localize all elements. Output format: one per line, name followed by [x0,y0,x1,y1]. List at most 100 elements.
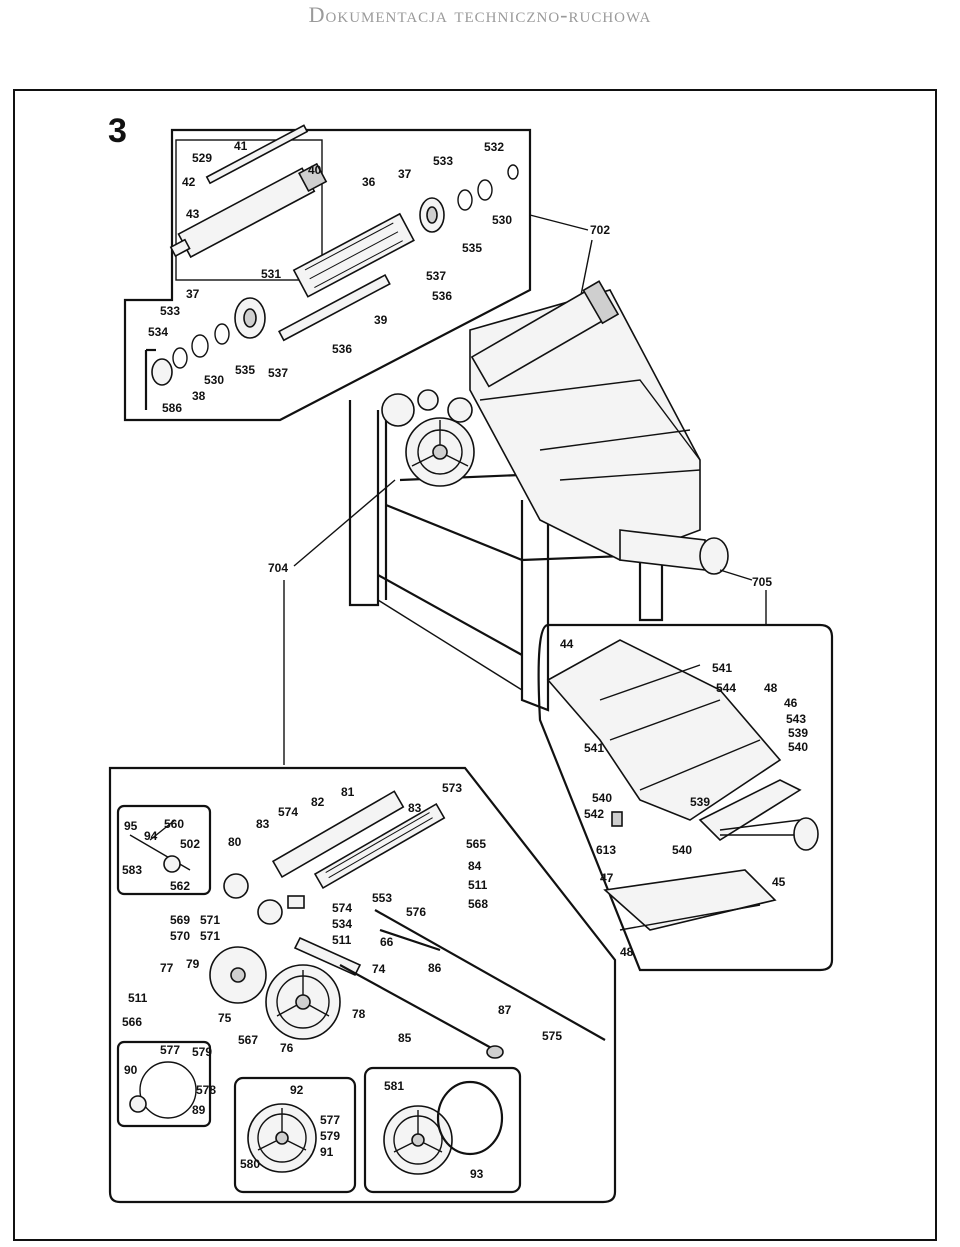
svg-text:579: 579 [320,1129,340,1143]
svg-text:570: 570 [170,929,190,943]
document-header: Dokumentacja techniczno-ruchowa [0,0,960,40]
svg-text:75: 75 [218,1011,232,1025]
svg-text:48: 48 [620,945,634,959]
svg-text:46: 46 [784,696,798,710]
figure-number: 3 [108,112,127,150]
svg-text:77: 77 [160,961,174,975]
drive-detail-labels: 573 82 81 574 83 565 84 511 568 80 83 57… [122,781,562,1181]
svg-text:47: 47 [600,871,614,885]
svg-text:83: 83 [408,801,422,815]
svg-text:578: 578 [196,1083,216,1097]
svg-text:87: 87 [498,1003,512,1017]
svg-text:540: 540 [592,791,612,805]
svg-text:542: 542 [584,807,604,821]
svg-text:82: 82 [311,795,325,809]
svg-text:577: 577 [160,1043,180,1057]
svg-text:544: 544 [716,681,736,695]
svg-text:543: 543 [786,712,806,726]
svg-text:573: 573 [442,781,462,795]
svg-text:583: 583 [122,863,142,877]
svg-text:81: 81 [341,785,355,799]
svg-text:92: 92 [290,1083,304,1097]
svg-text:567: 567 [238,1033,258,1047]
svg-text:37: 37 [186,287,200,301]
hopper-detail-labels: 44 541 544 48 46 543 539 540 541 540 542… [560,637,808,959]
svg-text:511: 511 [468,878,488,892]
svg-text:576: 576 [406,905,426,919]
callout-702: 702 [590,223,610,237]
svg-text:539: 539 [788,726,808,740]
svg-text:586: 586 [162,401,182,415]
svg-text:532: 532 [484,140,504,154]
svg-text:565: 565 [466,837,486,851]
drive-detail [108,766,617,1204]
svg-text:534: 534 [148,325,168,339]
svg-text:574: 574 [332,901,352,915]
svg-text:91: 91 [320,1145,334,1159]
svg-text:575: 575 [542,1029,562,1043]
svg-text:80: 80 [228,835,242,849]
svg-text:535: 535 [235,363,255,377]
svg-text:36: 36 [362,175,376,189]
callout-705: 705 [752,575,772,589]
svg-text:530: 530 [204,373,224,387]
svg-text:39: 39 [374,313,388,327]
svg-text:79: 79 [186,957,200,971]
svg-text:78: 78 [352,1007,366,1021]
svg-text:533: 533 [160,304,180,318]
main-machine-frame [348,280,729,712]
svg-text:541: 541 [712,661,732,675]
svg-text:571: 571 [200,913,220,927]
svg-text:566: 566 [122,1015,142,1029]
svg-text:540: 540 [788,740,808,754]
svg-text:89: 89 [192,1103,206,1117]
svg-text:529: 529 [192,151,212,165]
roller-detail-labels: 41 529 42 40 36 43 37 533 532 530 535 53… [148,139,512,415]
svg-text:613: 613 [596,843,616,857]
svg-text:560: 560 [164,817,184,831]
svg-text:577: 577 [320,1113,340,1127]
svg-text:574: 574 [278,805,298,819]
svg-text:536: 536 [332,342,352,356]
svg-text:74: 74 [372,962,386,976]
document-title: Dokumentacja techniczno-ruchowa [308,2,652,27]
svg-text:569: 569 [170,913,190,927]
svg-text:86: 86 [428,961,442,975]
roller-assembly-detail [123,124,532,422]
svg-text:502: 502 [180,837,200,851]
svg-text:535: 535 [462,241,482,255]
svg-text:530: 530 [492,213,512,227]
svg-text:85: 85 [398,1031,412,1045]
svg-text:511: 511 [332,933,352,947]
drawing-frame [13,89,937,1241]
svg-text:562: 562 [170,879,190,893]
svg-text:579: 579 [192,1045,212,1059]
svg-text:540: 540 [672,843,692,857]
svg-text:533: 533 [433,154,453,168]
svg-text:534: 534 [332,917,352,931]
svg-text:536: 536 [432,289,452,303]
svg-text:537: 537 [268,366,288,380]
svg-text:539: 539 [690,795,710,809]
svg-text:541: 541 [584,741,604,755]
hopper-detail [537,623,834,972]
svg-text:571: 571 [200,929,220,943]
svg-text:44: 44 [560,637,574,651]
svg-text:568: 568 [468,897,488,911]
svg-text:41: 41 [234,139,248,153]
svg-text:43: 43 [186,207,200,221]
svg-text:93: 93 [470,1167,484,1181]
svg-text:48: 48 [764,681,778,695]
svg-text:45: 45 [772,875,786,889]
svg-text:531: 531 [261,267,281,281]
svg-text:95: 95 [124,819,138,833]
svg-text:37: 37 [398,167,412,181]
svg-text:94: 94 [144,829,158,843]
svg-text:90: 90 [124,1063,138,1077]
svg-text:580: 580 [240,1157,260,1171]
svg-text:511: 511 [128,991,148,1005]
svg-text:42: 42 [182,175,196,189]
svg-text:40: 40 [308,163,322,177]
svg-text:581: 581 [384,1079,404,1093]
svg-text:83: 83 [256,817,270,831]
